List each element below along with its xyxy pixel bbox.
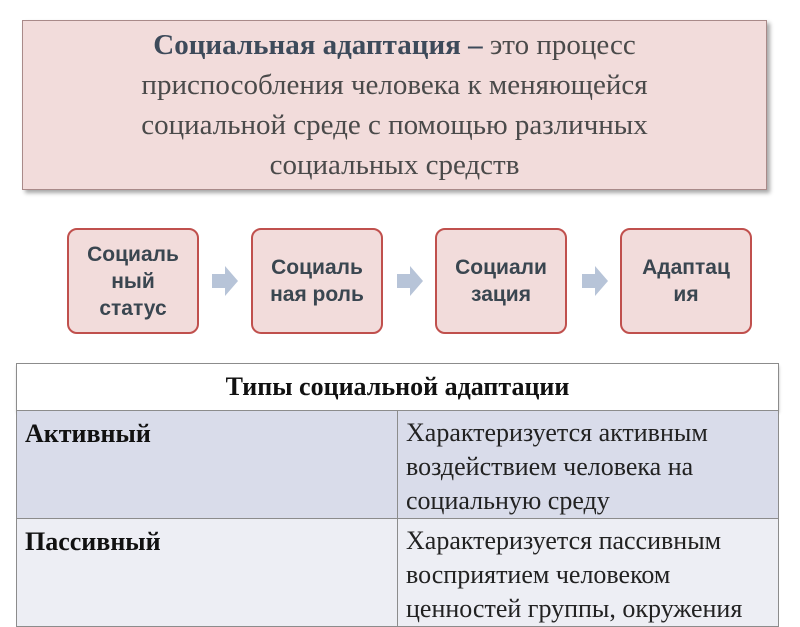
table-title: Типы социальной адаптации [16,363,779,411]
definition-dash: – [460,29,490,61]
type-name-cell: Активный [16,410,398,519]
arrow-right-icon [582,266,608,296]
arrow-right-icon [212,266,238,296]
definition-term: Социальная адаптация [153,29,461,61]
table-row: Активный Характеризуется активным воздей… [16,410,779,519]
definition-text: Социальная адаптация – это процесс присп… [75,25,715,185]
flow-step-social-role: Социаль ная роль [251,228,383,334]
flow-step-label: Социаль ный статус [87,242,179,320]
adaptation-types-table: Типы социальной адаптации Активный Харак… [16,363,779,627]
arrow-right-icon [397,266,423,296]
flow-step-adaptation: Адаптац ия [620,228,752,334]
type-description-cell: Характеризуется пассивным восприятием че… [397,518,779,627]
flow-step-socialization: Социали зация [435,228,567,334]
definition-box: Социальная адаптация – это процесс присп… [22,20,767,190]
type-description-cell: Характеризуется активным воздействием че… [397,410,779,519]
flow-step-label: Социали зация [455,256,547,306]
type-name-cell: Пассивный [16,518,398,627]
table-row: Пассивный Характеризуется пассивным восп… [16,518,779,627]
flow-step-social-status: Социаль ный статус [67,228,199,334]
definition-rest: это процесс приспособления человека к ме… [141,29,648,181]
flow-step-label: Адаптац ия [642,256,730,306]
flow-step-label: Социаль ная роль [270,256,364,306]
